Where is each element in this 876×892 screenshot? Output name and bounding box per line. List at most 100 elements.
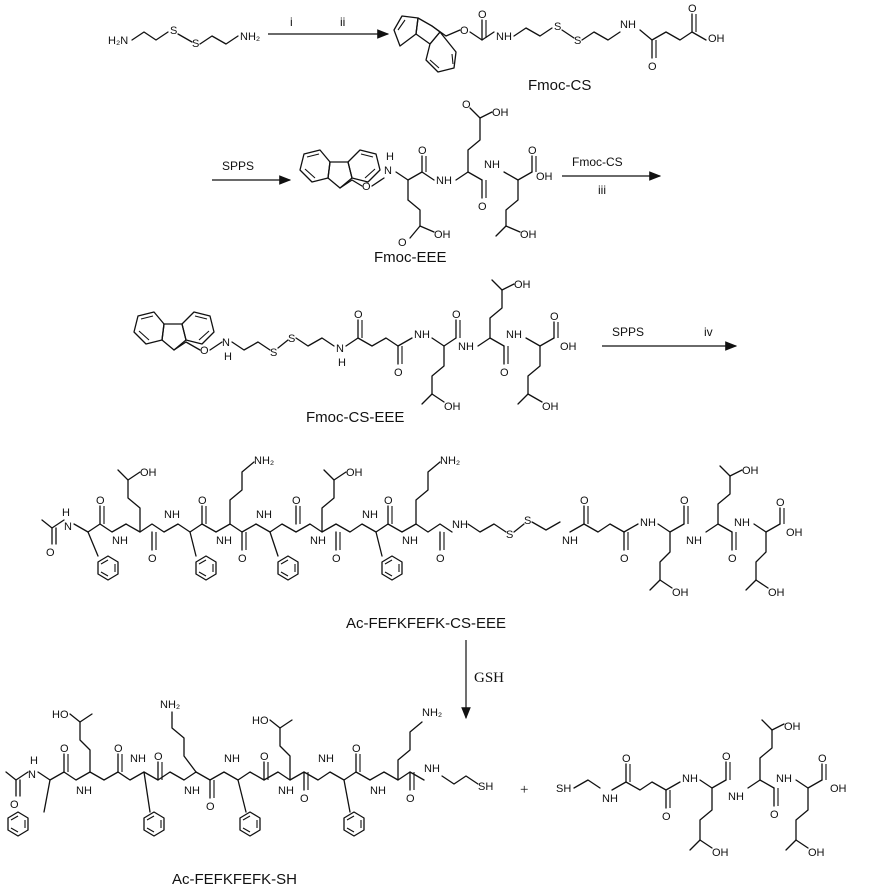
fmoc-eee-caption: Fmoc-EEE [374,249,447,266]
nh-label: NH [112,535,128,547]
n-label: N [28,769,36,781]
plus-sign: + [520,782,528,798]
fmoc-eee-structure: O H N O OH O NH OH O O NH O OH OH [299,99,553,249]
ac-sh-caption: Ac-FEFKFEFK-SH [172,871,297,888]
oxygen-label: O [154,751,163,763]
nh-label: NH [458,341,474,353]
oxygen-label: O [728,553,737,565]
oxygen-label: O [662,811,671,823]
oh-label: OH [140,467,157,479]
oxygen-label: O [622,753,631,765]
oxygen-label: O [550,311,559,323]
oh-label: OH [742,465,759,477]
nh-label: NH [256,509,272,521]
nh-label: NH [164,509,180,521]
oxygen-label: O [394,367,403,379]
nh2-label: NH₂ [160,699,180,711]
nh-label: NH [682,773,698,785]
oxygen-label: O [238,553,247,565]
oxygen-label: O [352,743,361,755]
nh-label: NH [506,329,522,341]
nh2-label: NH₂ [440,455,460,467]
oxygen-label: O [200,345,209,357]
nh-label: NH [728,791,744,803]
arrow-spps-2: SPPS iv [602,325,738,351]
sulfur-label: S [170,25,177,37]
h-label: H [62,507,70,519]
n-label: N [64,521,72,533]
sulfur-label: S [506,529,513,541]
oxygen-label: O [688,3,697,15]
arrow-spps-1: SPPS [212,159,292,185]
nh-label: NH [402,535,418,547]
nh-label: NH [130,753,146,765]
n-label: N [384,165,392,177]
step-iii-label: iii [598,183,606,197]
oxygen-label: O [148,553,157,565]
sh-label: SH [556,783,571,795]
oh-label: OH [768,587,785,599]
sulfur-label: S [270,347,277,359]
n-label: N [336,343,344,355]
nh-label: NH [686,535,702,547]
step-ii-label: ii [340,15,345,29]
oh-label: OH [434,229,451,241]
oh-label: OH [672,587,689,599]
step-i-label: i [290,15,293,29]
oh-label: OH [808,847,825,859]
oxygen-label: O [384,495,393,507]
oxygen-label: O [332,553,341,565]
oxygen-label: O [198,495,207,507]
oxygen-label: O [46,547,55,559]
oh-label: OH [536,171,553,183]
ho-label: HO [252,715,269,727]
sulfur-label: S [554,21,561,33]
oxygen-label: O [818,753,827,765]
fmoc-cs-structure: O O NH S S NH O O OH [393,3,725,73]
oxygen-label: O [462,99,471,111]
oxygen-label: O [452,309,461,321]
oxygen-label: O [292,495,301,507]
oxygen-label: O [648,61,657,73]
oxygen-label: O [362,181,371,193]
oh-label: OH [492,107,509,119]
nh-label: NH [496,31,512,43]
fmoc-cs-reagent-label: Fmoc-CS [572,155,623,169]
nh-label: NH [370,785,386,797]
sulfur-label: S [192,38,199,50]
oxygen-label: O [460,25,469,37]
cs-eee-fragment-structure: SH NH O O NH OH O NH OH O NH O OH OH [556,719,847,859]
oxygen-label: O [478,201,487,213]
nh-label: NH [640,517,656,529]
oh-label: OH [560,341,577,353]
arrow-gsh: GSH [461,640,504,720]
cystamine: H₂N S S NH₂ [108,25,260,50]
ho-label: HO [52,709,69,721]
nh-label: NH [414,329,430,341]
n-label: N [222,337,230,349]
nh-label: NH [362,509,378,521]
nh-label: NH [278,785,294,797]
oxygen-label: O [354,309,363,321]
oxygen-label: O [680,495,689,507]
nh-label: NH [224,753,240,765]
arrow-step-iii: Fmoc-CS iii [562,155,662,197]
nh-label: NH [620,19,636,31]
oxygen-label: O [114,743,123,755]
fmoc-cs-eee-structure: O N H S S N H O O NH OH O NH OH O N [133,279,577,413]
oxygen-label: O [722,751,731,763]
oh-label: OH [542,401,559,413]
nh-label: NH [734,517,750,529]
oxygen-label: O [96,495,105,507]
nh-label: NH [776,773,792,785]
nh2-label: NH₂ [254,455,274,467]
nh-label: NH [318,753,334,765]
oh-label: OH [520,229,537,241]
fmoc-cs-caption: Fmoc-CS [528,77,591,94]
oh-label: OH [712,847,729,859]
oxygen-label: O [776,497,785,509]
nh-label: NH [452,519,468,531]
nh-label: NH [76,785,92,797]
oxygen-label: O [770,809,779,821]
ac-cs-eee-caption: Ac-FEFKFEFK-CS-EEE [346,615,506,632]
